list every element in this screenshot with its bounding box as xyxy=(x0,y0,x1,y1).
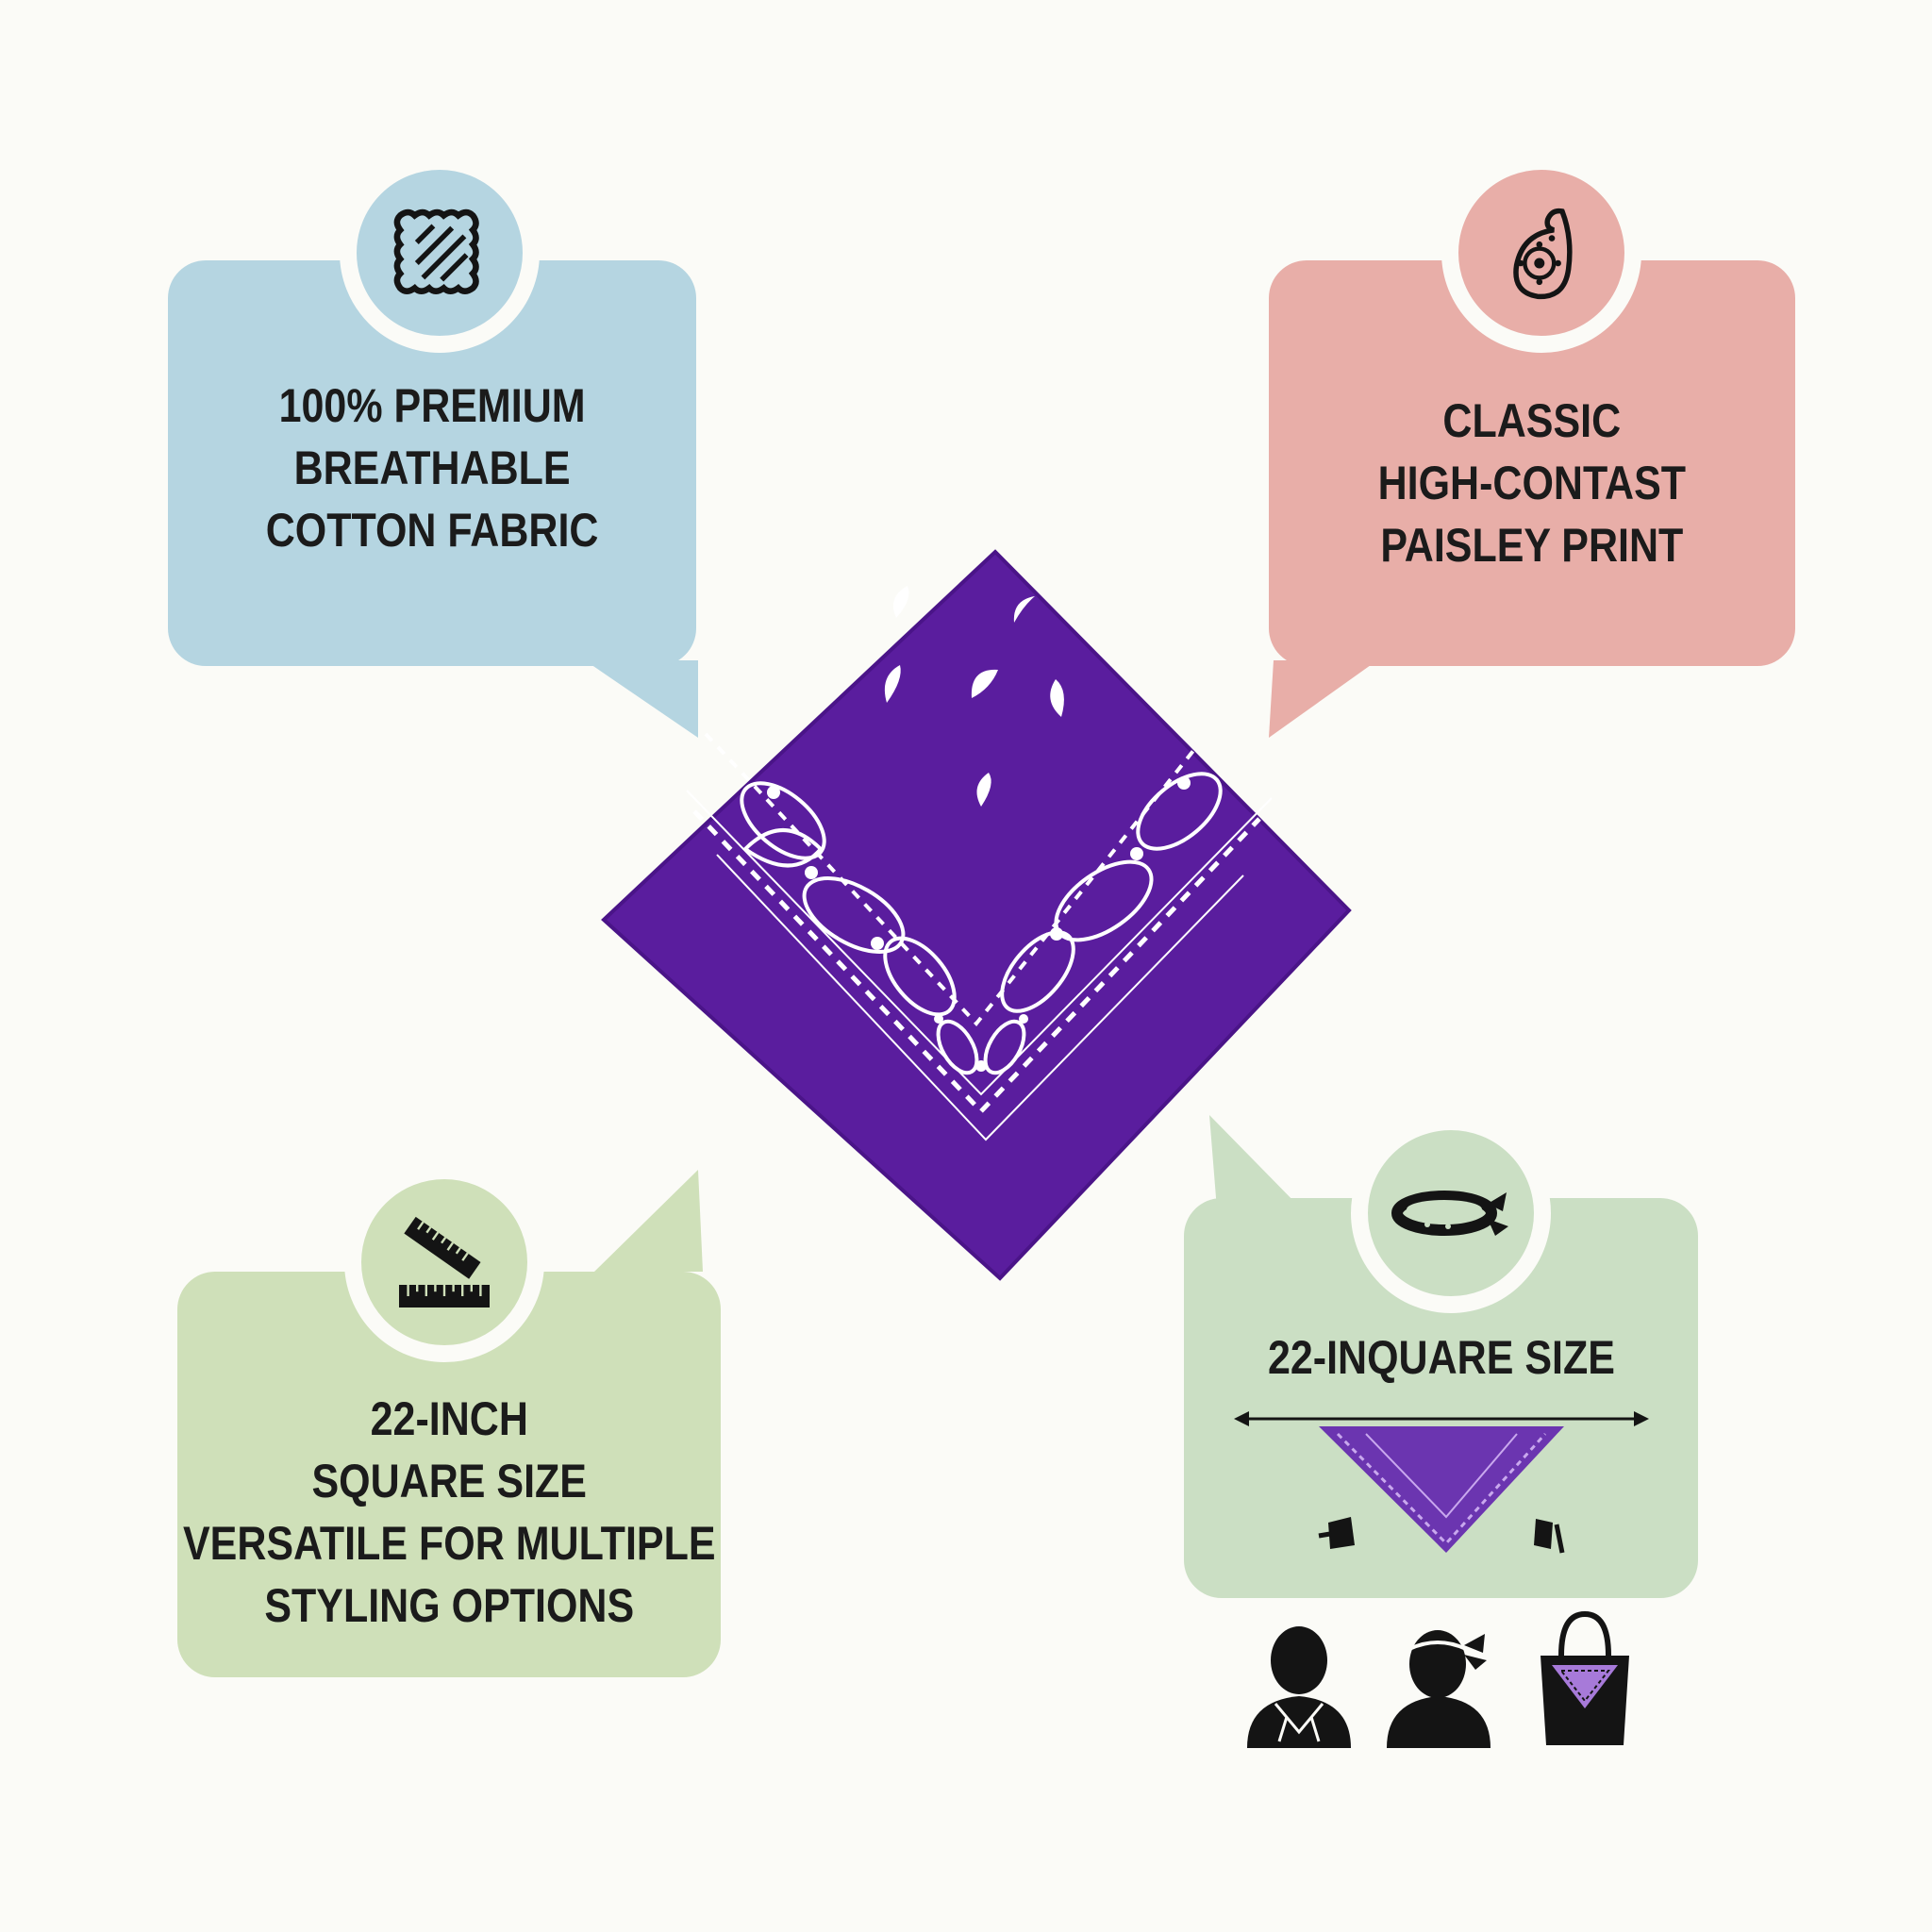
print-line-3: PAISLEY PRINT xyxy=(1380,519,1684,572)
fabric-line-1: 100% PREMIUM xyxy=(278,379,586,432)
print-feature-text: CLASSIC HIGH-CONTAST PAISLEY PRINT xyxy=(1378,390,1686,576)
print-line-2: HIGH-CONTAST xyxy=(1377,457,1687,509)
tote-bag-icon xyxy=(1541,1610,1629,1745)
print-icon-badge xyxy=(1441,153,1641,353)
sage-bubble-tail xyxy=(1209,1115,1302,1209)
fabric-icon-badge xyxy=(340,153,540,353)
green-bubble-tail xyxy=(594,1170,703,1272)
size-line-3: VERSATILE FOR MULTIPLE xyxy=(182,1517,716,1570)
hand-right-icon xyxy=(1533,1519,1564,1554)
paisley-icon xyxy=(1513,208,1573,299)
print-line-1: CLASSIC xyxy=(1442,394,1622,447)
person-headband-icon xyxy=(1387,1630,1491,1748)
headband-icon xyxy=(1391,1191,1508,1236)
person-neck-scarf-icon xyxy=(1247,1626,1351,1748)
usage-size-label: 22-INQUARE SIZE xyxy=(1267,1331,1615,1384)
pink-bubble-tail xyxy=(1269,660,1377,738)
size-icon-badge xyxy=(344,1162,544,1362)
size-line-2: SQUARE SIZE xyxy=(311,1455,587,1507)
usage-icon-badge xyxy=(1351,1113,1551,1313)
fabric-feature-text: 100% PREMIUM BREATHABLE COTTON FABRIC xyxy=(266,375,599,561)
fabric-line-3: COTTON FABRIC xyxy=(265,504,599,557)
size-line-4: STYLING OPTIONS xyxy=(264,1579,634,1632)
blue-bubble-tail xyxy=(585,660,698,738)
fabric-swatch-icon xyxy=(393,208,479,294)
size-line-1: 22-INCH xyxy=(370,1392,528,1445)
usage-feature-panel: 22-INQUARE SIZE xyxy=(1184,1198,1698,1598)
usage-size-diagram xyxy=(1233,1411,1649,1554)
bandana-image xyxy=(601,549,1352,1281)
hand-left-icon xyxy=(1318,1517,1355,1549)
size-feature-text: 22-INCH SQUARE SIZE VERSATILE FOR MULTIP… xyxy=(183,1388,716,1637)
fabric-line-2: BREATHABLE xyxy=(293,441,571,494)
ruler-icon xyxy=(399,1216,490,1307)
